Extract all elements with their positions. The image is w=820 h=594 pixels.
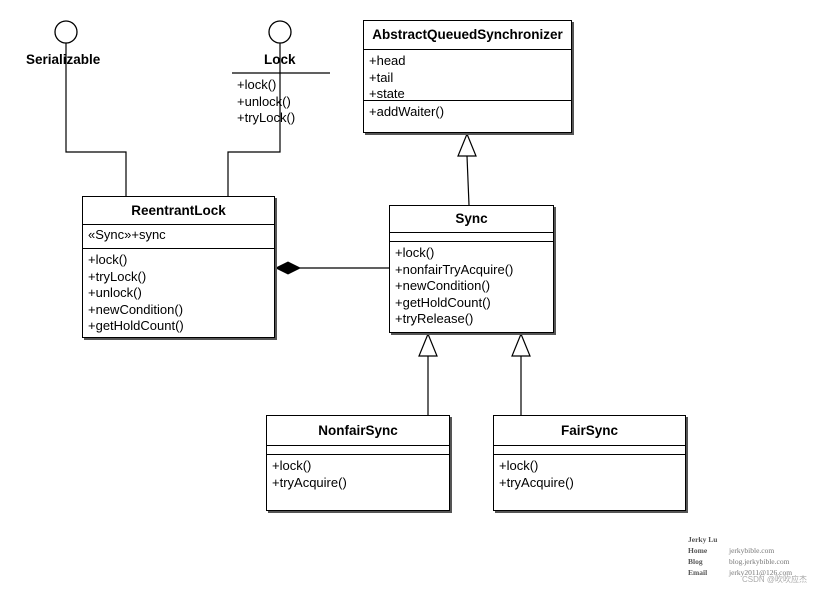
- operation: +tryLock(): [88, 268, 147, 284]
- operation: +tryAcquire(): [272, 474, 347, 490]
- operation: +nonfairTryAcquire(): [395, 261, 514, 277]
- operation: +tryRelease(): [395, 311, 474, 326]
- attribute: +tail: [369, 69, 394, 85]
- class-name: ReentrantLock: [83, 197, 274, 225]
- class-name: Sync: [390, 206, 553, 233]
- operation: +lock(): [395, 245, 435, 260]
- class-name: FairSync: [494, 416, 685, 446]
- watermark: CSDN @吹吹应杰: [742, 575, 808, 584]
- class-reentrant-lock[interactable]: ReentrantLock «Sync»+sync +lock() +tryLo…: [82, 196, 275, 338]
- reentrant-lock-link: [227, 43, 281, 196]
- operation: +newCondition(): [88, 301, 184, 317]
- class-sync[interactable]: Sync +lock() +nonfairTryAcquire() +newCo…: [389, 205, 554, 333]
- class-name: NonfairSync: [267, 416, 449, 446]
- author-name: Jerky Lu: [688, 535, 718, 544]
- operation: +getHoldCount(): [88, 318, 184, 333]
- attributes-section: «Sync»+sync: [83, 225, 274, 249]
- reentrant-serializable-link: [65, 43, 127, 196]
- attribute: +state: [369, 86, 405, 101]
- class-abstract-queued-synchronizer[interactable]: AbstractQueuedSynchronizer +head +tail +…: [363, 20, 572, 133]
- operation: +lock(): [272, 458, 312, 473]
- class-fair-sync[interactable]: FairSync +lock() +tryAcquire(): [493, 415, 686, 511]
- operation: +getHoldCount(): [395, 294, 491, 310]
- operation: +newCondition(): [395, 278, 491, 293]
- lock-operation: +unlock(): [237, 93, 291, 109]
- lock-lollipop-icon: [268, 20, 292, 44]
- operation: +addWaiter(): [369, 104, 445, 119]
- operations-section: +lock() +nonfairTryAcquire() +newConditi…: [390, 242, 553, 331]
- attribute: +head: [369, 53, 406, 68]
- attributes-section: [267, 446, 449, 455]
- operation: +lock(): [499, 458, 539, 473]
- fair-sync-arrowhead-icon: [511, 332, 531, 357]
- class-name: AbstractQueuedSynchronizer: [364, 21, 571, 50]
- operation: +lock(): [88, 252, 128, 267]
- operation: +unlock(): [88, 285, 142, 300]
- operations-section: +lock() +tryAcquire(): [267, 455, 449, 494]
- sync-aqs-link: [466, 155, 470, 206]
- operations-section: +addWaiter(): [364, 101, 571, 124]
- serializable-interface-label: Serializable: [26, 52, 101, 67]
- attribute: «Sync»+sync: [88, 227, 166, 242]
- nonfair-sync-arrowhead-icon: [418, 332, 438, 357]
- operation: +tryAcquire(): [499, 474, 574, 490]
- lock-interface-label: Lock: [264, 52, 296, 67]
- attributes-section: [494, 446, 685, 455]
- lock-operation: +lock(): [237, 77, 277, 92]
- sync-aqs-arrowhead-icon: [457, 132, 477, 157]
- attributes-section: [390, 233, 553, 242]
- lock-operation: +tryLock(): [237, 110, 296, 125]
- operations-section: +lock() +tryAcquire(): [494, 455, 685, 494]
- composition-diamond-icon: [274, 261, 302, 275]
- attributes-section: +head +tail +state: [364, 50, 571, 101]
- lock-operations: +lock() +unlock() +tryLock(): [237, 77, 295, 127]
- class-nonfair-sync[interactable]: NonfairSync +lock() +tryAcquire(): [266, 415, 450, 511]
- serializable-lollipop-icon: [54, 20, 78, 44]
- operations-section: +lock() +tryLock() +unlock() +newConditi…: [83, 249, 274, 338]
